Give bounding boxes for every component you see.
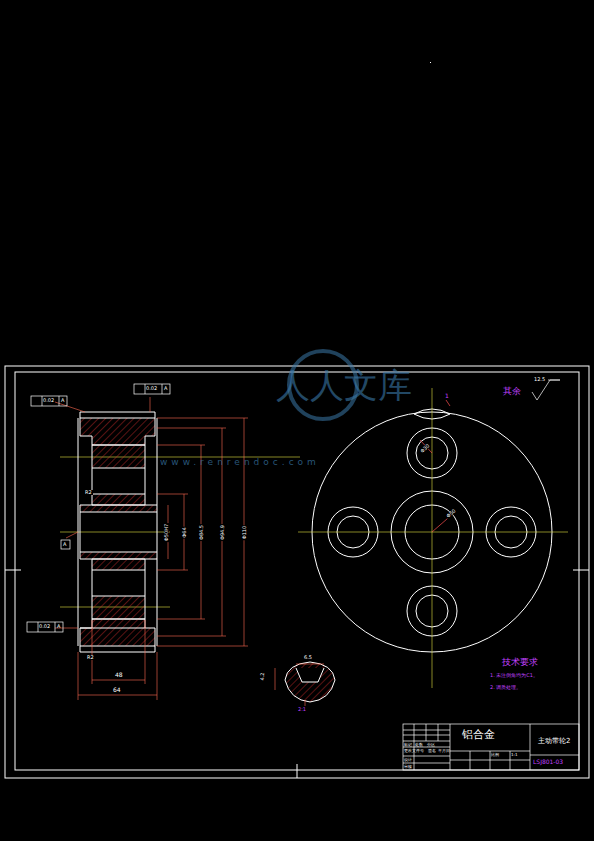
table-cell: 审核 [404,765,412,769]
table-cell: 处数 [415,743,423,747]
datum-letter: A [164,386,167,391]
note-text: 1. 未注倒角均为C1。 [490,673,538,678]
tolerance-value: 0.02 [39,624,50,629]
material-text: 铝合金 [462,729,495,740]
tolerance-value: 0.02 [146,386,157,391]
table-cell: 比例 [491,753,499,757]
watermark: 人人文库 [276,368,412,402]
callout-number: 1 [445,393,449,399]
dimension: 48 [114,672,124,678]
dimension: Φ50H7 [165,522,170,541]
tolerance-value: 0.02 [43,398,54,403]
dimension: 4.2 [260,671,265,681]
part-name: 主动带轮2 [538,738,570,745]
dimension: Φ110 [242,524,247,539]
note-text: 2. 调质处理。 [490,685,521,690]
dimension: 6.5 [303,655,313,660]
dimension: Φ64 [182,526,187,538]
table-cell: 1:1 [511,753,517,757]
note-text: 其余 [503,387,521,396]
dimension: Φ30 [419,442,431,454]
datum-letter: A [63,542,66,547]
dimension: R2 [84,490,93,495]
table-cell: 分区 [427,743,435,747]
table-cell: 年月日 [438,749,450,753]
dimension: R2 [86,655,95,660]
table-cell: 标记 [404,743,412,747]
datum-letter: A [61,398,64,403]
watermark: www.renrendoc.com [160,458,320,467]
note-heading: 技术要求 [502,658,538,667]
table-cell: 设计 [404,758,412,762]
drawing-number: LSJ801-03 [533,759,563,765]
dimension: 64 [112,687,122,693]
table-cell: 签名 [428,749,436,753]
dimension: Φ94.9 [220,523,225,540]
dimension: Φ84.5 [199,523,204,540]
scale-text: 2:1 [298,707,306,712]
table-cell: 更改文件号 [404,749,424,753]
datum-letter: A [57,624,60,629]
roughness-value: 12.5 [534,377,545,382]
